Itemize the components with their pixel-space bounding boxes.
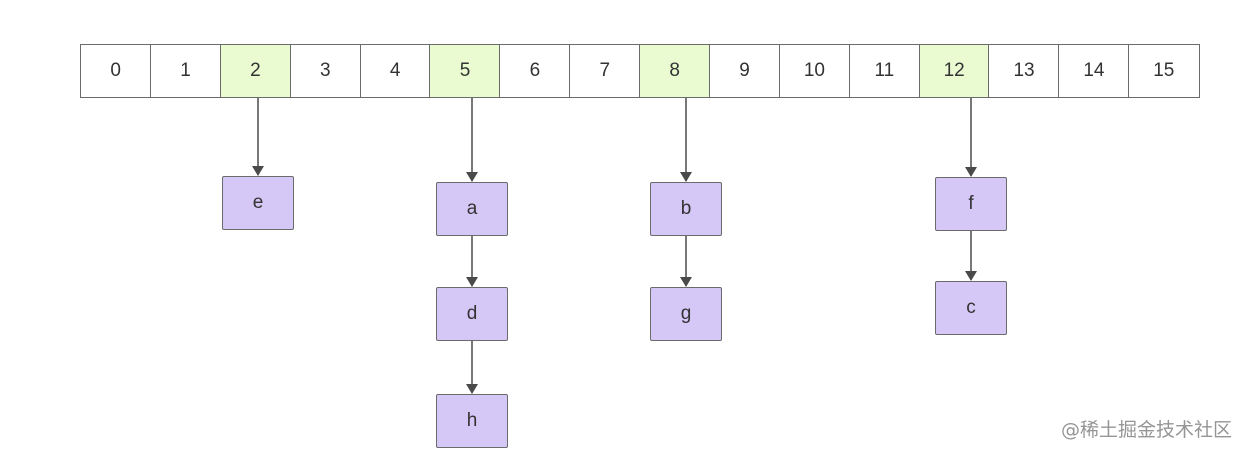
bucket-9: 9 (708, 44, 781, 98)
bucket-0: 0 (80, 44, 152, 98)
node-d: d (436, 287, 508, 341)
bucket-5: 5 (429, 44, 501, 98)
bucket-15: 15 (1128, 44, 1200, 98)
node-h: h (436, 394, 508, 448)
bucket-6: 6 (499, 44, 571, 98)
node-a: a (436, 182, 508, 236)
bucket-4: 4 (359, 44, 431, 98)
node-f: f (935, 177, 1007, 231)
node-c: c (935, 281, 1007, 335)
node-e: e (222, 176, 294, 230)
bucket-array: 0 1 2 3 4 5 6 7 8 9 10 11 12 13 14 15 (80, 44, 1222, 98)
node-b: b (650, 182, 722, 236)
node-g: g (650, 287, 722, 341)
bucket-10: 10 (778, 44, 851, 98)
bucket-14: 14 (1058, 44, 1130, 98)
bucket-2: 2 (219, 44, 292, 98)
bucket-12: 12 (918, 44, 990, 98)
bucket-7: 7 (569, 44, 641, 98)
bucket-1: 1 (149, 44, 222, 98)
watermark: @稀土掘金技术社区 (1060, 419, 1232, 441)
